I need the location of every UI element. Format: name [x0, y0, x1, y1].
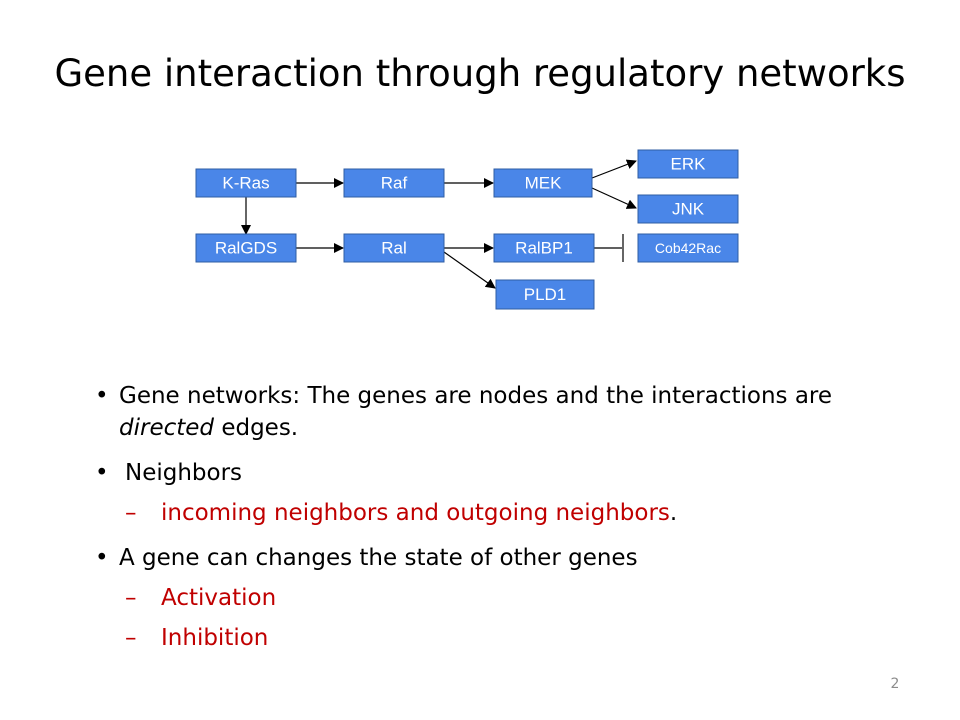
node-ralgds: RalGDS	[195, 233, 297, 263]
bullet-emphasis-directed: directed	[119, 415, 215, 441]
edge-mek-erk	[591, 159, 637, 179]
bullet-gene-networks-tail: edges.	[214, 415, 299, 441]
slide-title: Gene interaction through regulatory netw…	[54, 52, 906, 95]
page-number: 2	[890, 676, 900, 692]
node-raf-label: Raf	[381, 174, 408, 193]
sub-bullet-period: .	[669, 500, 678, 526]
sub-bullet-inhibition-text: Inhibition	[161, 625, 269, 651]
node-mek: MEK	[493, 168, 593, 198]
bullet-gene-state: • A gene can changes the state of other …	[95, 542, 915, 574]
bullet-dot: •	[95, 460, 109, 486]
node-pld1-label: PLD1	[524, 285, 567, 304]
node-pld1: PLD1	[495, 279, 595, 310]
node-ralbp1-label: RalBP1	[515, 239, 573, 258]
edge-mek-jnk	[591, 187, 637, 209]
sub-bullet-activation: – Activation	[119, 582, 915, 614]
sub-bullet-incoming-outgoing-text: incoming neighbors and outgoing neighbor…	[161, 500, 670, 526]
sub-bullet-dash: –	[125, 585, 137, 611]
sub-bullet-inhibition: – Inhibition	[119, 622, 915, 654]
bullet-neighbors: • Neighbors	[95, 457, 915, 489]
bullet-dot: •	[95, 545, 109, 571]
node-erk-label: ERK	[671, 155, 707, 174]
node-raf: Raf	[343, 168, 445, 198]
sub-bullet-dash: –	[125, 500, 137, 526]
sub-bullet-incoming-outgoing: – incoming neighbors and outgoing neighb…	[119, 497, 915, 529]
bullet-gene-state-text: A gene can changes the state of other ge…	[119, 545, 638, 571]
node-cob42rac-label: Cob42Rac	[655, 240, 721, 256]
node-kras: K-Ras	[195, 168, 297, 198]
node-ralgds-label: RalGDS	[215, 239, 277, 258]
node-jnk-label: JNK	[672, 200, 705, 219]
node-ral: Ral	[343, 233, 445, 263]
node-cob42rac: Cob42Rac	[637, 233, 739, 263]
node-jnk: JNK	[637, 194, 739, 224]
node-ralbp1: RalBP1	[493, 233, 595, 263]
node-mek-label: MEK	[525, 174, 563, 193]
node-erk: ERK	[637, 149, 739, 179]
node-kras-label: K-Ras	[222, 174, 269, 193]
sub-bullet-activation-text: Activation	[161, 585, 277, 611]
bullet-dot: •	[95, 383, 109, 409]
sub-bullet-dash: –	[125, 625, 137, 651]
bullet-gene-networks: • Gene networks: The genes are nodes and…	[95, 380, 915, 444]
bullet-neighbors-text: Neighbors	[125, 460, 243, 486]
node-ral-label: Ral	[381, 239, 407, 258]
bullet-gene-networks-text: Gene networks: The genes are nodes and t…	[119, 383, 833, 409]
bullet-list: • Gene networks: The genes are nodes and…	[95, 380, 915, 654]
edge-ral-pld1	[443, 251, 496, 289]
